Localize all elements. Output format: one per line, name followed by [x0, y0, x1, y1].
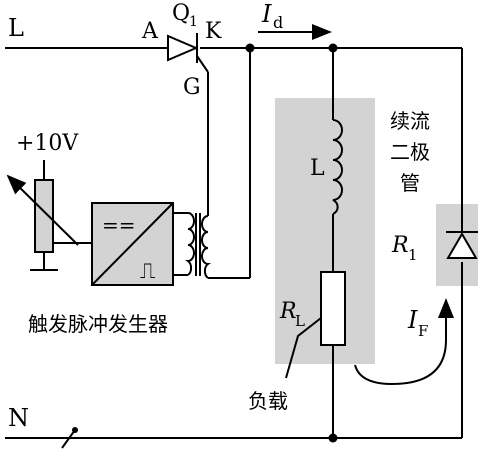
- current-if-label: I: [407, 306, 418, 334]
- thyristor-anode-label: A: [141, 19, 159, 44]
- freewheel-diode: [446, 231, 478, 259]
- load-inductor: [332, 119, 343, 215]
- neutral-switch-lever: [61, 429, 76, 449]
- load-leader-line: [285, 317, 322, 379]
- thyristor-name-label: Q: [172, 1, 190, 26]
- pulse-symbol: ⎍: [140, 259, 155, 284]
- freewheel-title-line3: 管: [400, 171, 420, 195]
- load-resistor-label: R: [279, 299, 297, 324]
- freewheel-resistor-subscript: 1: [408, 246, 418, 264]
- load-resistor: [320, 271, 346, 346]
- dc-symbol: ==: [102, 213, 136, 237]
- load-resistor-subscript: L: [295, 312, 305, 330]
- thyristor-gate-label: G: [183, 75, 201, 100]
- current-if-subscript: F: [418, 322, 428, 340]
- junction-dot-3: [328, 433, 338, 443]
- load-caption: 负载: [248, 389, 288, 413]
- thyristor-name-subscript: 1: [189, 14, 198, 30]
- pulse-transformer: [173, 212, 212, 279]
- junction-dot-1: [245, 43, 255, 53]
- trigger-generator-box: [91, 202, 174, 286]
- junction-dot-2: [328, 43, 338, 53]
- thyristor: [167, 33, 209, 216]
- cathode-return-wire: [208, 48, 251, 279]
- freewheel-title-line2: 二极: [390, 140, 430, 164]
- current-id-subscript: d: [273, 13, 283, 32]
- thyristor-cathode-label: K: [205, 19, 222, 44]
- supply-voltage-label: +10V: [16, 131, 79, 156]
- potentiometer: [6, 160, 92, 271]
- line-terminal-label: L: [8, 14, 24, 42]
- current-id-label: I: [261, 0, 272, 28]
- neutral-terminal-label: N: [8, 404, 29, 432]
- trigger-caption: 触发脉冲发生器: [28, 312, 168, 336]
- inductor-label: L: [310, 156, 325, 181]
- if-arrow: [354, 298, 454, 386]
- freewheel-resistor-label: R: [391, 233, 409, 258]
- freewheel-title-line1: 续流: [390, 109, 430, 133]
- neutral-switch-contact: [72, 427, 78, 433]
